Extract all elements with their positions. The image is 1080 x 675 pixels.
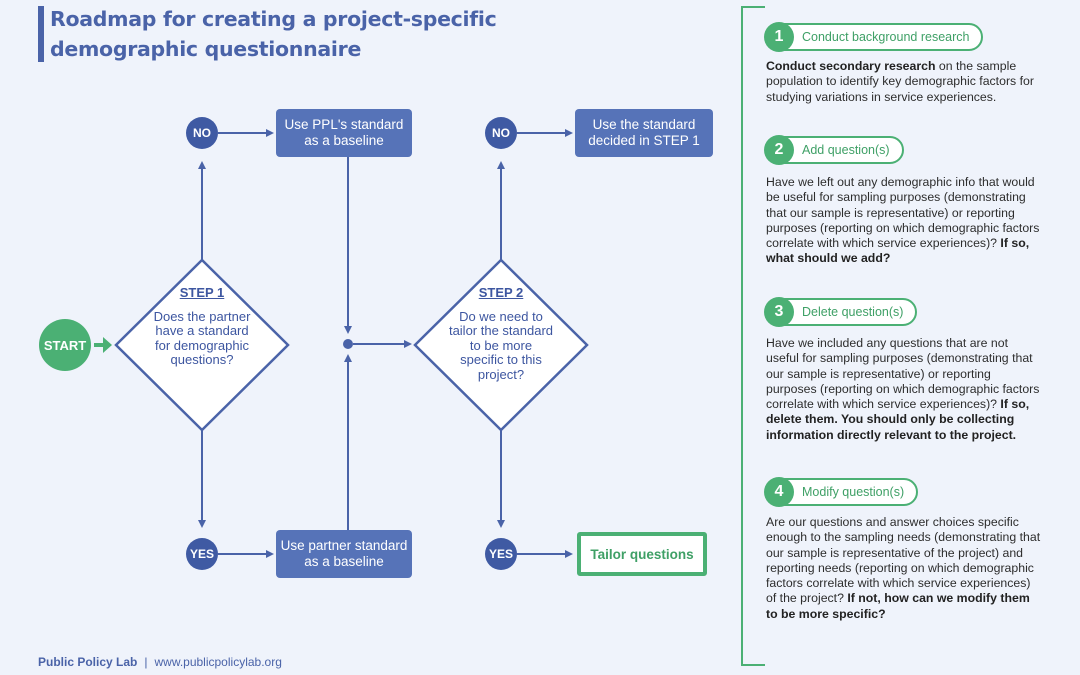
step2-question: Do we need to tailor the standard to be … — [448, 308, 554, 382]
box-use-ppl-standard: Use PPL's standard as a baseline — [276, 109, 412, 157]
start-label: START — [43, 337, 87, 353]
step-1-number: 1 — [764, 22, 794, 52]
step2-label: STEP 2 — [478, 285, 524, 300]
step1-text: STEP 1 Does the partner have a standard … — [152, 285, 252, 368]
box-ppl-line2: as a baseline — [304, 133, 384, 148]
box-decided-line1: Use the standard — [592, 117, 696, 132]
step-2-description: Have we left out any demographic info th… — [766, 175, 1041, 267]
step-4-text: Are our questions and answer choices spe… — [766, 515, 1041, 606]
step1-label: STEP 1 — [179, 285, 225, 300]
step-2-number: 2 — [764, 135, 794, 165]
footer: Public Policy Lab | www.publicpolicylab.or… — [38, 655, 282, 669]
step1-diamond — [114, 258, 290, 432]
box-use-decided-standard: Use the standard decided in STEP 1 — [575, 109, 713, 157]
step-1-title: Conduct background research — [802, 30, 970, 44]
step-2-pill: 2 Add question(s) — [764, 135, 904, 165]
step-2-text: Have we left out any demographic info th… — [766, 175, 1040, 251]
no-circle-1 — [186, 117, 218, 149]
tailor-questions-box: Tailor questions — [577, 532, 707, 576]
start-arrowhead — [103, 337, 112, 353]
step-3-text: Have we included any questions that are … — [766, 336, 1040, 412]
box-partner-line1: Use partner standard — [280, 538, 408, 553]
title-line-2: demographic questionnaire — [50, 37, 362, 61]
yes-circle-1 — [186, 538, 218, 570]
title-accent-bar — [38, 6, 44, 62]
footer-org: Public Policy Lab — [38, 655, 138, 669]
step-3-description: Have we included any questions that are … — [766, 336, 1041, 443]
start-circle — [39, 319, 91, 371]
step2-diamond — [413, 258, 589, 432]
step-4-title: Modify question(s) — [802, 485, 905, 499]
step-3-pill: 3 Delete question(s) — [764, 297, 918, 327]
box-ppl-line1: Use PPL's standard — [284, 117, 404, 132]
step-4-pill: 4 Modify question(s) — [764, 477, 919, 507]
steps-bracket — [741, 6, 765, 666]
step-3-number: 3 — [764, 297, 794, 327]
no-circle-2 — [485, 117, 517, 149]
step-4-bold-tail: If not, how can we modify them to be mor… — [766, 591, 1030, 621]
step-1-pill: 1 Conduct background research — [764, 22, 984, 52]
box-use-partner-standard: Use partner standard as a baseline — [276, 530, 412, 578]
merge-dot — [343, 339, 353, 349]
yes-label-1: YES — [189, 547, 214, 561]
footer-url-link[interactable]: www.publicpolicylab.org — [154, 655, 282, 669]
step-1-description: Conduct secondary research on the sample… — [766, 59, 1041, 105]
no-label-1: NO — [193, 126, 211, 140]
title-line-1: Roadmap for creating a project-specific — [50, 7, 497, 31]
step-4-number: 4 — [764, 477, 794, 507]
box-partner-line2: as a baseline — [304, 554, 384, 569]
step-3-title: Delete question(s) — [802, 305, 904, 319]
step-4-description: Are our questions and answer choices spe… — [766, 515, 1041, 622]
yes-circle-2 — [485, 538, 517, 570]
step-2-bold-tail: If so, what should we add? — [766, 236, 1030, 266]
step-3-bold-tail: If so, delete them. You should only be c… — [766, 397, 1030, 442]
box-decided-line2: decided in STEP 1 — [588, 133, 700, 148]
page-title: Roadmap for creating a project-specific … — [50, 4, 520, 64]
yes-label-2: YES — [488, 547, 513, 561]
step-2-title: Add question(s) — [802, 143, 890, 157]
step1-question: Does the partner have a standard for dem… — [153, 308, 251, 367]
step2-text: STEP 2 Do we need to tailor the standard… — [448, 285, 554, 382]
step-1-text: on the sample population to identify key… — [766, 59, 1034, 104]
no-label-2: NO — [492, 126, 510, 140]
step-1-bold-lead: Conduct secondary research — [766, 59, 936, 73]
footer-separator: | — [144, 655, 148, 669]
